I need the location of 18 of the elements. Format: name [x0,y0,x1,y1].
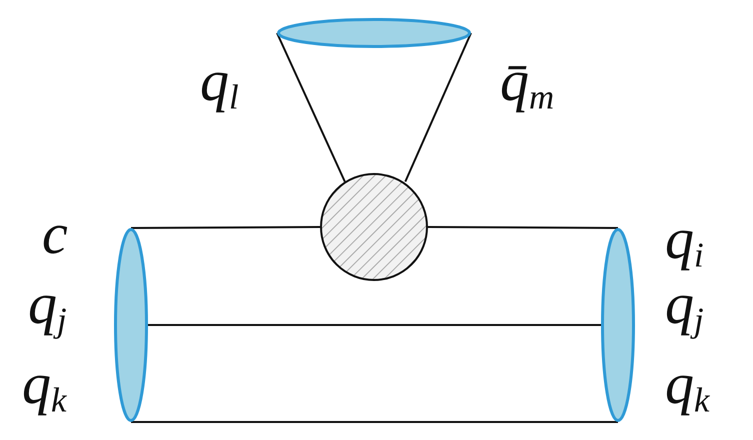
quark-line [404,32,472,182]
vertex-circle [320,173,428,281]
quark-label: c [42,205,68,263]
quark-line [131,421,618,423]
quark-label: q$_{k}$ [665,355,710,418]
quark-label: q$_{l}$ [200,52,239,116]
quark-label: q$_{i}$ [665,210,704,274]
hadron-ellipse [114,228,148,422]
quark-label: q$_{j}$ [665,275,704,338]
quark-line [428,226,618,229]
quark-label: q$_{k}$ [22,355,66,418]
quark-line [148,324,601,326]
quark-line [131,226,320,229]
quark-line [276,32,346,182]
quark-label: q$_{j}$ [28,275,67,338]
hadron-ellipse [277,18,471,48]
quark-label: q̄$_{m}$ [500,52,554,116]
hadron-ellipse [601,228,635,422]
